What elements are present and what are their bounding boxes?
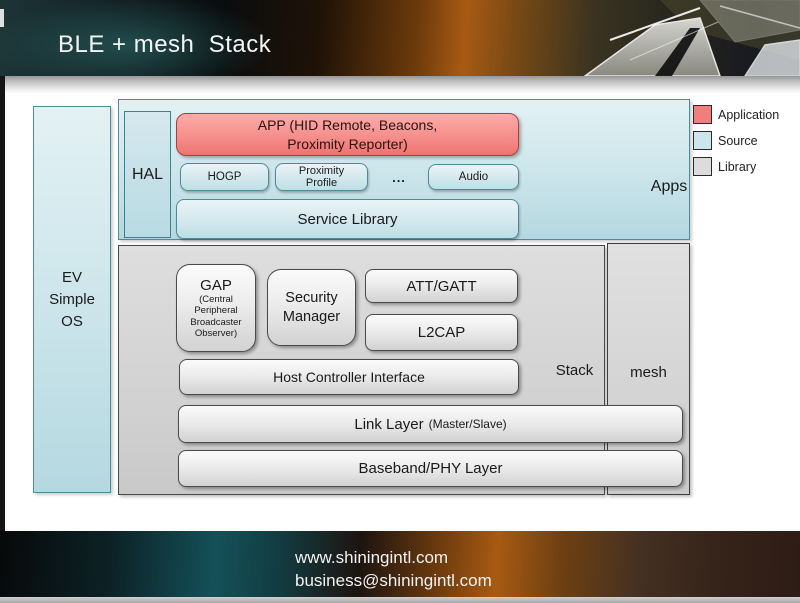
legend-item-source: Source (693, 131, 779, 150)
slide-left-edge (0, 76, 5, 597)
source-color-swatch (693, 131, 712, 150)
ev-simple-os-block: EV Simple OS (33, 106, 111, 493)
library-color-swatch (693, 157, 712, 176)
proximity-profile-block: Proximity Profile (275, 163, 368, 191)
mesh-label: mesh (630, 364, 667, 381)
ev-os-line: Simple (49, 290, 95, 308)
l2cap-block: L2CAP (365, 314, 518, 351)
legend: Application Source Library (693, 105, 779, 183)
gap-block: GAP (Central Peripheral Broadcaster Obse… (176, 264, 256, 352)
profiles-ellipsis: ... (392, 169, 406, 185)
page-title: BLE + mesh Stack (58, 31, 272, 58)
baseband-phy-block: Baseband/PHY Layer (178, 450, 683, 487)
legend-label: Library (718, 159, 757, 174)
att-gatt-block: ATT/GATT (365, 269, 518, 303)
service-library-block: Service Library (176, 199, 519, 239)
footer-website: www.shiningintl.com (295, 548, 449, 567)
ev-os-line: OS (61, 312, 83, 330)
ev-os-line: EV (61, 268, 82, 286)
gap-sub-line: (Central (199, 293, 233, 305)
footer-contact: www.shiningintl.com business@shiningintl… (295, 546, 492, 592)
apps-label: Apps (650, 178, 688, 195)
hal-block: HAL (124, 111, 171, 238)
host-controller-interface-block: Host Controller Interface (179, 359, 519, 395)
gap-sub-line: Observer) (194, 328, 238, 339)
gap-sub-line: Peripheral (194, 305, 238, 316)
link-layer-block: Link Layer (Master/Slave) (178, 405, 683, 443)
app-block-line1: APP (HID Remote, Beacons, (257, 116, 438, 133)
footer-email: business@shiningintl.com (295, 571, 492, 590)
legend-item-application: Application (693, 105, 779, 124)
stack-container: GAP (Central Peripheral Broadcaster Obse… (118, 245, 605, 495)
legend-label: Application (718, 107, 780, 122)
gap-title: GAP (200, 276, 232, 294)
stack-label: Stack (555, 362, 594, 379)
legend-item-library: Library (693, 157, 779, 176)
app-block: APP (HID Remote, Beacons, Proximity Repo… (176, 113, 519, 156)
security-manager-block: Security Manager (267, 269, 356, 346)
slide-header: BLE + mesh Stack (0, 0, 800, 76)
header-corner-mark (0, 9, 4, 27)
application-color-swatch (693, 105, 712, 124)
audio-profile-block: Audio (428, 164, 519, 190)
legend-label: Source (718, 133, 758, 148)
link-layer-main: Link Layer (354, 415, 424, 433)
header-divider (0, 76, 800, 93)
gap-sub-line: Broadcaster (190, 316, 242, 328)
slide-footer: www.shiningintl.com business@shiningintl… (0, 531, 800, 597)
apps-container: HAL APP (HID Remote, Beacons, Proximity … (118, 99, 690, 240)
hogp-profile-block: HOGP (180, 163, 269, 191)
link-layer-sub: (Master/Slave) (428, 417, 507, 431)
header-abstract-art (583, 0, 800, 76)
bottom-bar (0, 597, 800, 603)
app-block-line2: Proximity Reporter) (287, 135, 408, 152)
